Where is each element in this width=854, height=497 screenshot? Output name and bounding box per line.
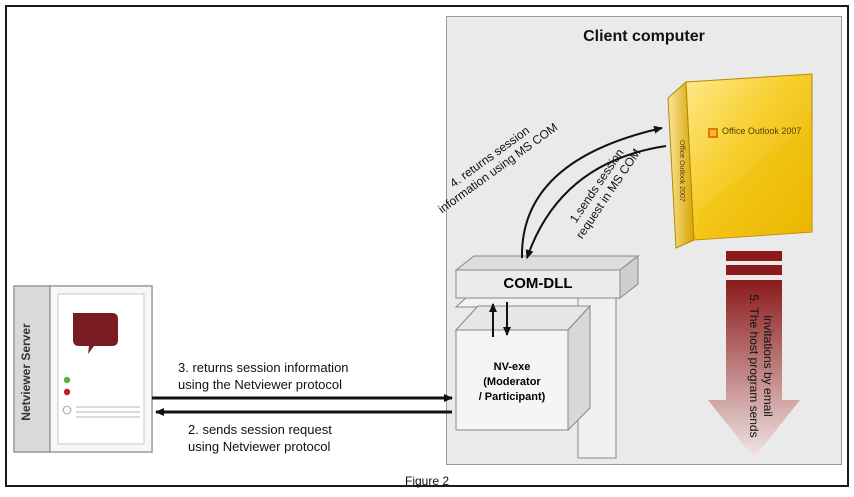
arrow-step4 xyxy=(520,125,663,259)
com-nv-block xyxy=(454,254,640,459)
step2-line2: using Netviewer protocol xyxy=(188,439,331,454)
led-red-icon xyxy=(63,388,71,396)
netviewer-server xyxy=(13,285,153,453)
led-green-icon xyxy=(63,376,71,384)
arrow-step1 xyxy=(525,145,667,259)
nv-exe-line2: (Moderator xyxy=(483,376,541,388)
figure-caption: Figure 2 xyxy=(404,474,450,488)
outlook-spine-text: Office Outlook 2007 xyxy=(678,140,685,202)
step3-line1: 3. returns session information xyxy=(178,360,349,375)
step2-label: 2. sends session request using Netviewer… xyxy=(188,421,332,455)
nv-exe-label: NV-exe (Moderator / Participant) xyxy=(456,360,568,405)
step3-line2: using the Netviewer protocol xyxy=(178,377,343,392)
step5-line1: 5. The host program sends xyxy=(747,294,761,437)
outlook-product-box: Office Outlook 2007 Office Outlook 2007 xyxy=(667,73,813,249)
nv-exe-line3: / Participant) xyxy=(478,391,546,403)
step5-line2: invitations by email xyxy=(761,315,775,416)
server-logo-icon xyxy=(73,313,118,354)
nv-exe-line1: NV-exe xyxy=(493,361,531,373)
outlook-brand: Office Outlook 2007 xyxy=(722,126,801,136)
com-dll-label: COM-DLL xyxy=(503,275,573,292)
arrow-step5 xyxy=(708,251,800,458)
server-label: Netviewer Server xyxy=(19,323,33,421)
figure-frame xyxy=(5,5,849,487)
step3-label: 3. returns session information using the… xyxy=(178,359,349,393)
step4-line2: information using MS COM xyxy=(435,120,560,216)
client-computer-title: Client computer xyxy=(583,28,705,45)
power-button-icon xyxy=(62,405,72,415)
step2-line1: 2. sends session request xyxy=(188,422,332,437)
